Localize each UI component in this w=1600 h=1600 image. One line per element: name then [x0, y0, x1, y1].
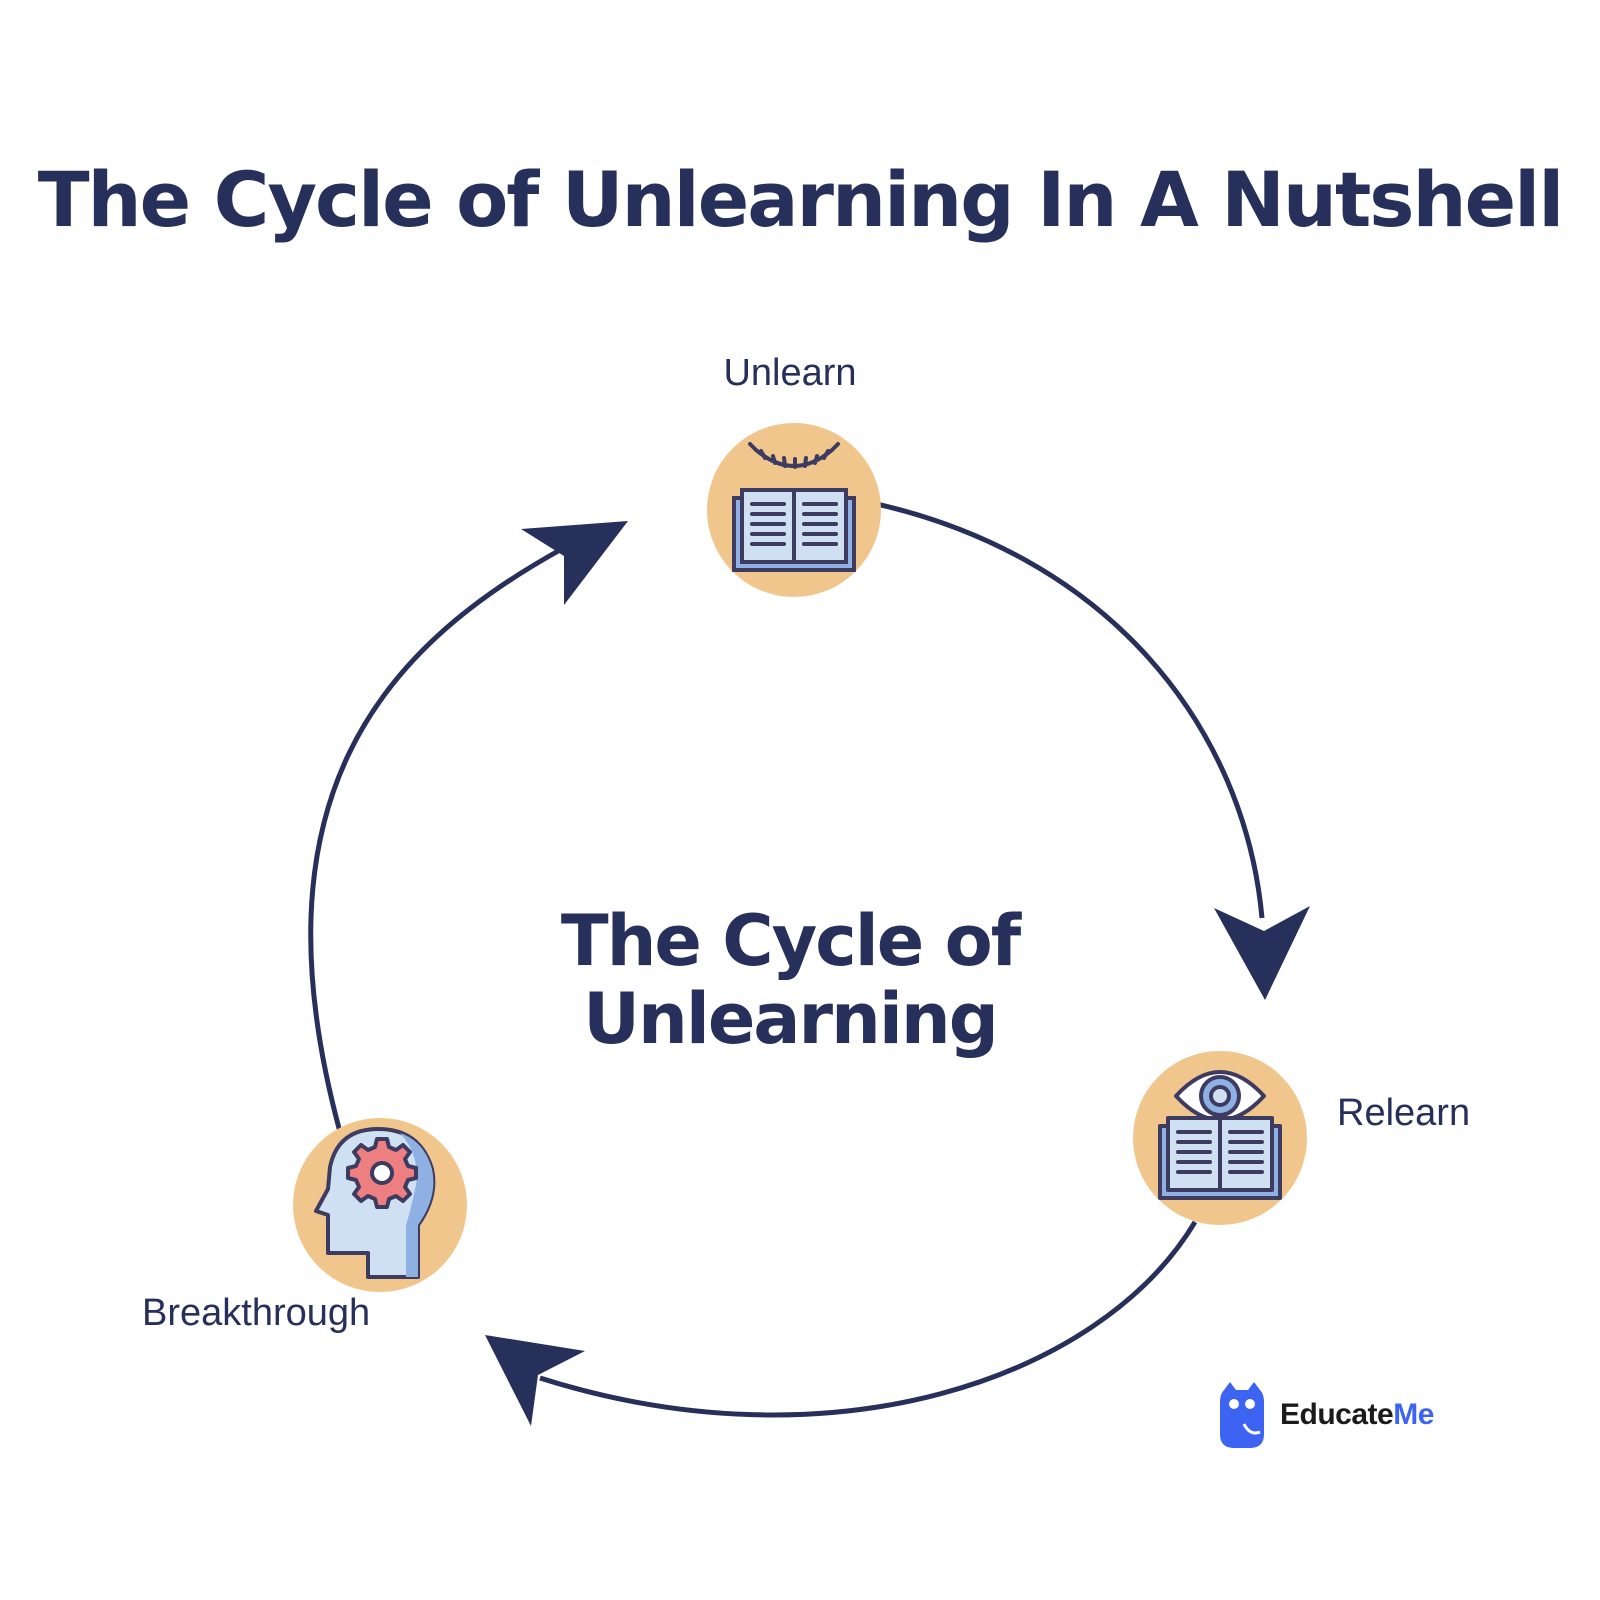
unlearn-node [707, 423, 881, 597]
gear-icon [346, 1137, 418, 1209]
node-label-relearn: Relearn [1337, 1092, 1471, 1134]
arc-breakthrough-to-unlearn [308, 547, 562, 1133]
open-eye-book-icon [1158, 1070, 1282, 1200]
brand-name-part2: Me [1393, 1398, 1434, 1431]
brand-name: EducateMe [1280, 1398, 1434, 1432]
closed-eye-book-icon [732, 442, 856, 572]
node-label-unlearn: Unlearn [723, 352, 857, 394]
arrowhead-to-breakthrough [485, 1335, 585, 1426]
page-title: The Cycle of Unlearning In A Nutshell [37, 155, 1565, 244]
breakthrough-node [293, 1118, 467, 1292]
brand-name-part1: Educate [1280, 1398, 1394, 1431]
center-title: The Cycle of Unlearning [480, 902, 1100, 1058]
relearn-node [1133, 1051, 1307, 1225]
arc-relearn-to-breakthrough [539, 1220, 1198, 1418]
center-title-line1: The Cycle of [560, 900, 1021, 982]
arc-unlearn-to-relearn [857, 497, 1265, 919]
node-label-breakthrough: Breakthrough [142, 1292, 371, 1334]
head-gear-icon [314, 1127, 436, 1279]
owl-logo-icon [1220, 1382, 1264, 1448]
arrowhead-to-relearn [1214, 906, 1310, 1000]
arrowhead-to-unlearn [521, 521, 628, 605]
center-title-line2: Unlearning [583, 978, 999, 1060]
